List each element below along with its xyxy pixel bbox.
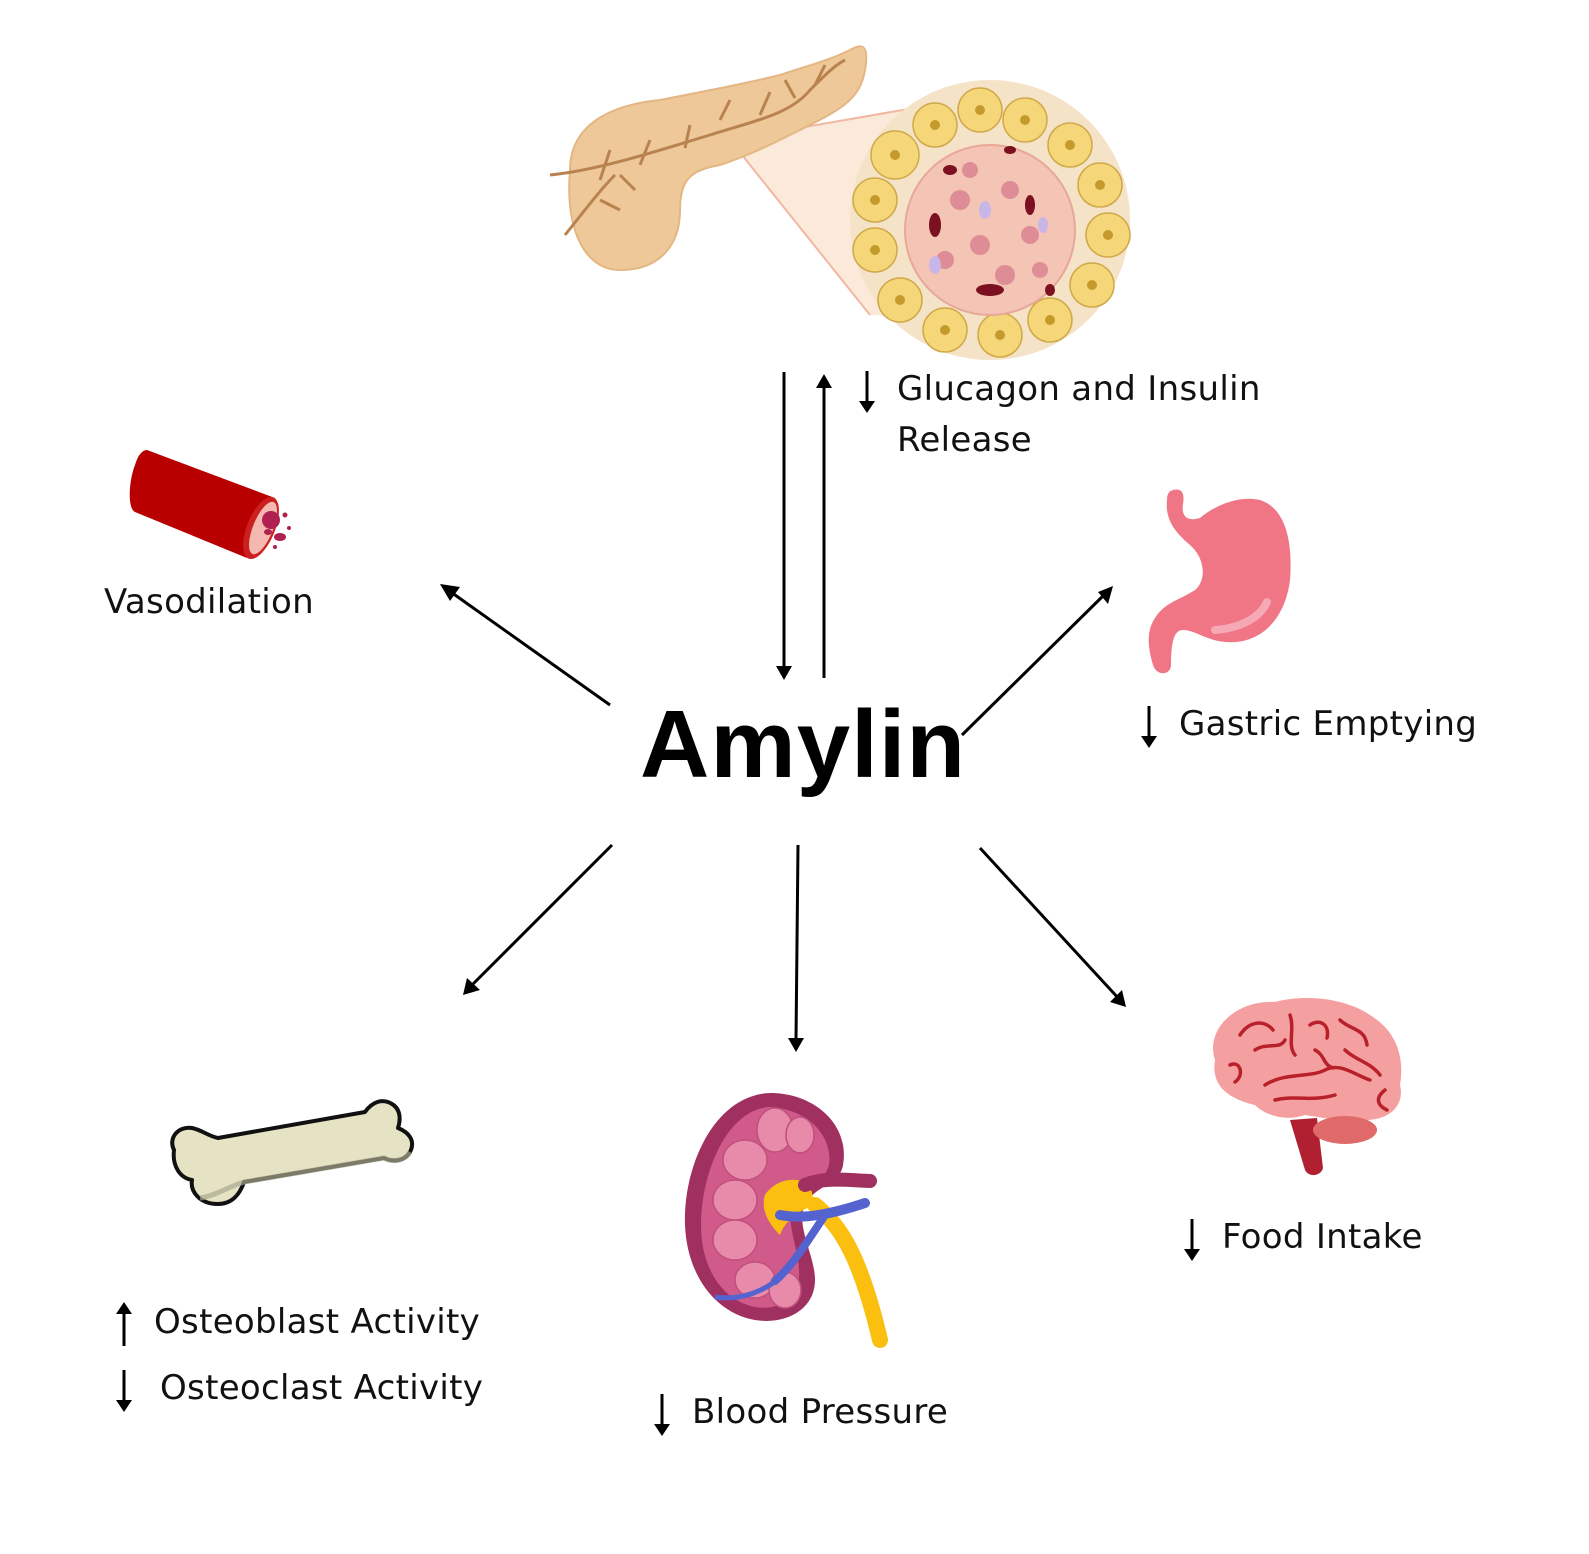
kidney-icon	[684, 1093, 888, 1348]
food-intake-text: Food Intake	[1222, 1217, 1423, 1257]
blood-pressure-text: Blood Pressure	[692, 1392, 949, 1432]
pancreas-icon	[568, 45, 868, 272]
osteoclast-text: Osteoclast Activity	[160, 1368, 484, 1408]
islet-icon	[850, 80, 1131, 360]
osteoblast-label: Osteoblast Activity	[112, 1298, 480, 1347]
arrow-to-kidney	[794, 844, 800, 1041]
blood-vessel-icon	[129, 450, 291, 560]
arrow-to-vasodilation	[447, 588, 611, 707]
bone-icon	[170, 1099, 415, 1206]
bone-illustration	[170, 1099, 415, 1206]
glucagon-insulin-text-line1: Glucagon and Insulin	[897, 369, 1261, 409]
stomach-icon	[1148, 489, 1291, 674]
vasodilation-label: Vasodilation	[104, 582, 315, 622]
decrease-arrow-icon	[1141, 705, 1157, 748]
blood-pressure-label: Blood Pressure	[650, 1388, 948, 1437]
arrow-to-stomach	[960, 592, 1107, 737]
gastric-emptying-label: Gastric Emptying	[1137, 700, 1477, 749]
increase-arrow-icon	[116, 1301, 132, 1346]
decrease-arrow-icon	[859, 370, 875, 413]
brain-icon	[1213, 998, 1402, 1176]
kidney-illustration	[684, 1093, 888, 1348]
osteoclast-label: Osteoclast Activity	[112, 1364, 483, 1413]
stomach-illustration	[1148, 489, 1291, 674]
glucagon-insulin-label: Glucagon and Insulin	[855, 365, 1261, 414]
brain-illustration	[1213, 998, 1402, 1176]
decrease-arrow-icon	[116, 1369, 132, 1412]
arrow-to-bone	[468, 843, 614, 989]
arrow-to-brain	[978, 846, 1122, 1002]
gastric-emptying-text: Gastric Emptying	[1179, 704, 1478, 744]
pancreatic-duct	[549, 58, 846, 236]
food-intake-label: Food Intake	[1180, 1213, 1423, 1262]
pancreas-illustration	[549, 45, 1131, 360]
glucagon-insulin-label-line2: Release	[897, 420, 1032, 460]
amylin-title: Amylin	[640, 691, 967, 798]
decrease-arrow-icon	[654, 1393, 670, 1436]
pancreas-amylin-arrows	[776, 372, 832, 680]
blood-vessel-illustration	[129, 450, 291, 560]
decrease-arrow-icon	[1184, 1218, 1200, 1261]
osteoblast-text: Osteoblast Activity	[154, 1302, 481, 1342]
